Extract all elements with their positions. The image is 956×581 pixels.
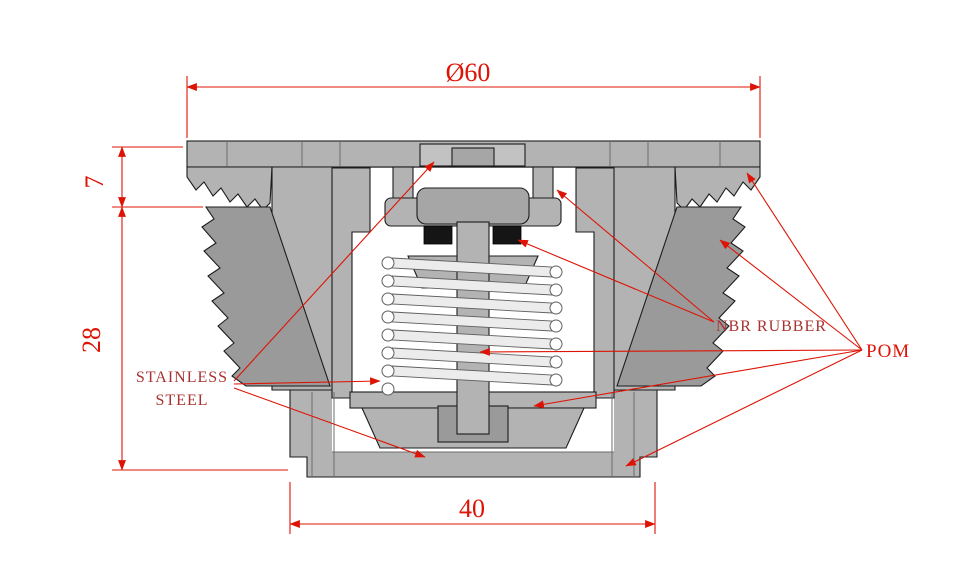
part-cross-section: [186, 140, 761, 478]
spring-coil-section: [549, 301, 563, 315]
leader-line: [233, 161, 435, 382]
right-inner-wall: [575, 167, 615, 399]
leader-line: [517, 239, 715, 323]
leader-line: [719, 239, 863, 351]
leader-line: [746, 172, 863, 351]
spring-coil-section: [381, 382, 395, 396]
spring-coil-section: [381, 346, 395, 360]
label-stainless-line2: STEEL: [156, 392, 209, 409]
label-nbr-rubber: NBR RUBBER: [716, 318, 827, 335]
spring-coil-section: [381, 328, 395, 342]
dimension-top-diameter: Ø60: [186, 58, 761, 138]
right-ribbed-cone: [616, 206, 746, 387]
leader-nbr-rubber: NBR RUBBER: [517, 189, 827, 335]
leader-line: [479, 347, 863, 356]
right-serrated-grip: [674, 166, 761, 211]
spring-coil-section: [549, 355, 563, 369]
leader-line: [533, 349, 863, 409]
spring-coil-section: [381, 310, 395, 324]
spring-coil-section: [381, 364, 395, 378]
dimension-value-diameter: Ø60: [446, 58, 491, 87]
spring-coil-section: [381, 292, 395, 306]
leader-pom: POM: [479, 172, 910, 467]
label-stainless-line1: STAINLESS: [136, 369, 228, 386]
spring-coil-section: [381, 256, 395, 270]
spring: [381, 256, 563, 396]
piston-cap: [416, 187, 530, 225]
spring-coil-section: [549, 373, 563, 387]
jiggle-valve: [451, 147, 495, 167]
dimension-value-total-height: 28: [77, 327, 106, 353]
leader-line: [556, 189, 715, 323]
dimension-bottom-width: 40: [289, 482, 656, 534]
dimension-value-flange-height: 7: [80, 176, 109, 189]
dimension-flange-height: 7: [80, 146, 203, 208]
left-serrated-grip: [186, 166, 273, 211]
left-inner-wall: [331, 167, 371, 399]
nbr-seal-right: [492, 225, 522, 245]
spring-coil-section: [549, 283, 563, 297]
label-pom: POM: [866, 341, 910, 362]
spring-coil-section: [549, 319, 563, 333]
center-stem: [456, 221, 490, 435]
leader-line: [233, 377, 381, 386]
spring-coil-section: [381, 274, 395, 288]
spring-coil-section: [549, 265, 563, 279]
spring-coil-section: [549, 337, 563, 351]
dimension-value-bottom-width: 40: [459, 494, 485, 523]
leader-line: [625, 349, 863, 467]
nbr-seal-left: [423, 225, 453, 245]
leader-line: [233, 387, 426, 458]
leader-stainless-steel: STAINLESS STEEL: [136, 161, 435, 458]
left-ribbed-cone: [201, 206, 331, 387]
dimension-total-height: 28: [77, 206, 288, 471]
